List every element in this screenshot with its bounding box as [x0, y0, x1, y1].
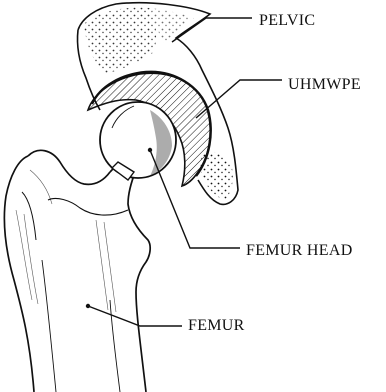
pelvic-label: PELVIC	[259, 12, 315, 30]
femur-label: FEMUR	[188, 317, 245, 335]
femur-head-leader-dot	[148, 148, 152, 152]
uhmwpe-label: UHMWPE	[288, 76, 361, 94]
femur-leader	[88, 306, 182, 326]
femur-leader-dot	[86, 304, 90, 308]
femur-bone	[4, 150, 150, 392]
femur-texture	[16, 170, 116, 312]
femur-head-label: FEMUR HEAD	[246, 242, 353, 260]
femur-head	[100, 102, 176, 178]
